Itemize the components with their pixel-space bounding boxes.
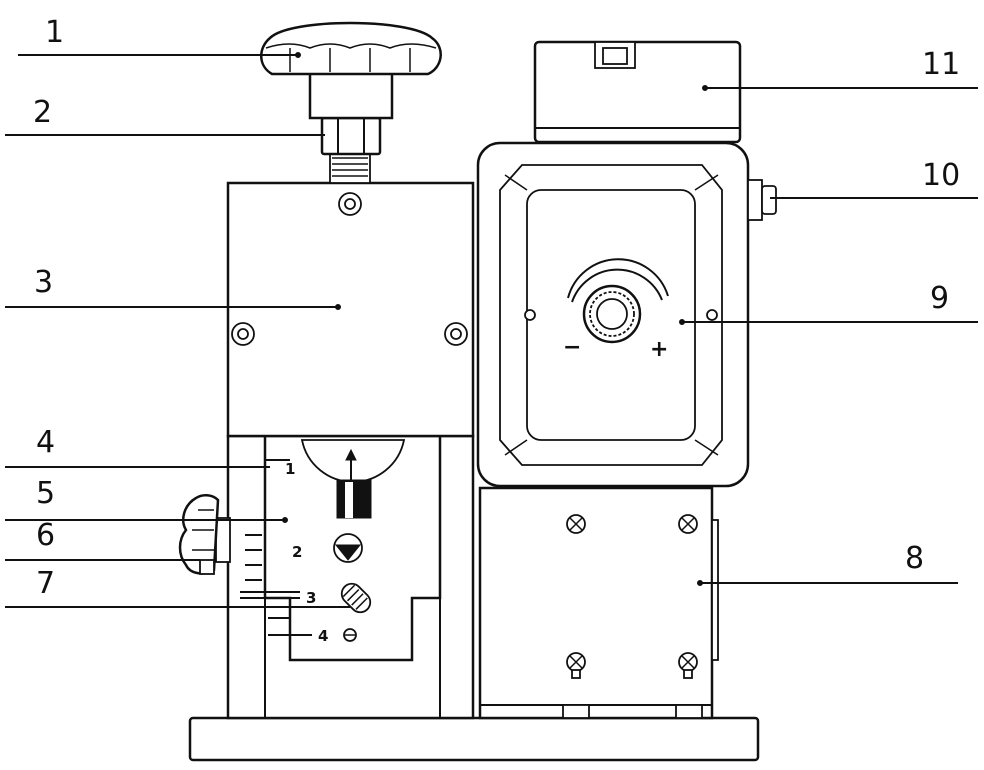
callout-8: 8 bbox=[905, 541, 924, 576]
callout-5: 5 bbox=[36, 476, 55, 511]
control-panel: − + bbox=[476, 141, 750, 488]
motor-top-cover bbox=[533, 40, 742, 144]
upper-cover bbox=[226, 181, 475, 438]
base-plate bbox=[188, 716, 760, 762]
adjust-nut bbox=[320, 116, 382, 184]
callout-1: 1 bbox=[45, 15, 64, 50]
callout-4: 4 bbox=[36, 425, 55, 460]
dial-plus-sign: + bbox=[650, 337, 668, 362]
callout-2: 2 bbox=[33, 95, 52, 130]
scale-mark-4: 4 bbox=[318, 627, 328, 645]
motor-housing bbox=[478, 486, 719, 720]
callout-9: 9 bbox=[930, 281, 949, 316]
callout-6: 6 bbox=[36, 518, 55, 553]
callout-10: 10 bbox=[922, 158, 960, 193]
callout-11: 11 bbox=[922, 47, 960, 82]
top-pressure-knob[interactable] bbox=[260, 21, 442, 120]
scale-mark-3: 3 bbox=[306, 589, 316, 607]
blade-block bbox=[263, 434, 442, 662]
leader-lines bbox=[5, 52, 978, 608]
dial-minus-sign: − bbox=[563, 335, 581, 360]
side-connector bbox=[747, 179, 777, 221]
callout-labels: 1 2 3 4 5 6 7 8 9 10 11 bbox=[33, 15, 960, 601]
scale-mark-2: 2 bbox=[292, 543, 302, 561]
scale-mark-1: 1 bbox=[285, 460, 295, 478]
side-adjust-knob[interactable] bbox=[178, 494, 231, 575]
callout-3: 3 bbox=[34, 265, 53, 300]
scale: 1 2 3 4 bbox=[240, 459, 328, 645]
callout-7: 7 bbox=[36, 566, 55, 601]
